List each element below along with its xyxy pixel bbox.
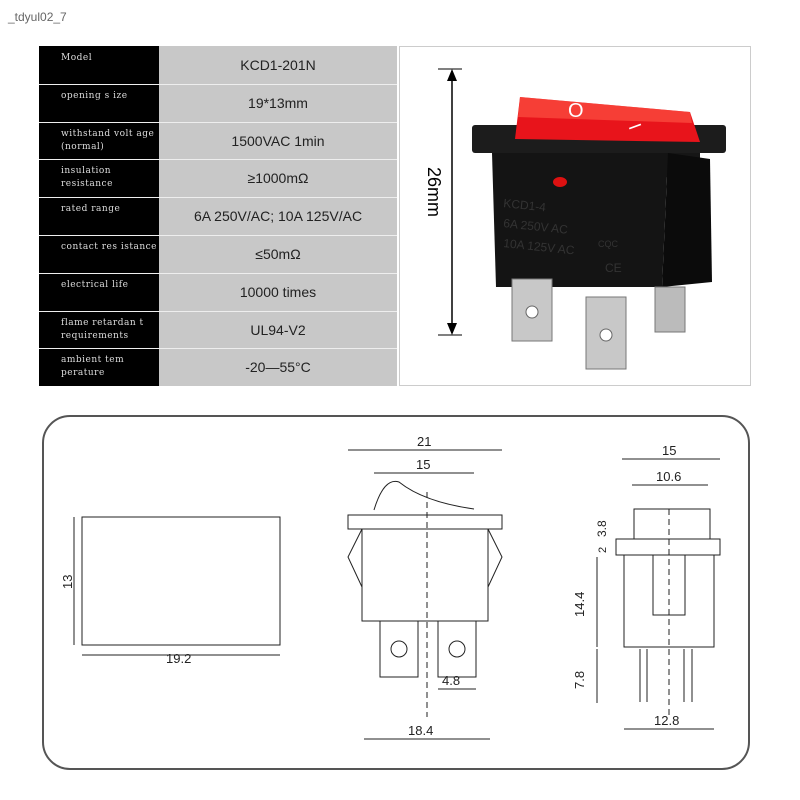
spec-label: opening s ize bbox=[39, 83, 159, 122]
off-symbol: O bbox=[568, 100, 584, 122]
row-divider bbox=[39, 159, 397, 161]
printed-model: KCD1-4 bbox=[503, 196, 547, 214]
spec-value: ≤50mΩ bbox=[159, 235, 397, 273]
side-rocker-height: 3.8 bbox=[595, 520, 609, 537]
front-overall-width: 21 bbox=[417, 434, 431, 449]
panel-cutout-drawing: 13 19.2 bbox=[60, 516, 281, 666]
spec-label: Model bbox=[39, 46, 159, 84]
spec-value: 19*13mm bbox=[159, 83, 397, 122]
spec-row: ambient tem perature-20—55°C bbox=[39, 348, 397, 387]
side-body-width: 12.8 bbox=[654, 713, 679, 728]
row-divider bbox=[39, 235, 397, 236]
row-divider bbox=[39, 272, 397, 274]
spec-label: withstand volt age (normal) bbox=[39, 121, 159, 160]
spec-row: contact res istance≤50mΩ bbox=[39, 235, 397, 273]
spec-label: electrical life bbox=[39, 272, 159, 311]
front-body-width: 18.4 bbox=[408, 723, 433, 738]
product-photo: 26mm O I KCD1-4 6A 250V AC 10A 125V AC C… bbox=[399, 46, 751, 386]
spec-label: insulation resistance bbox=[39, 159, 159, 198]
side-rocker-width: 10.6 bbox=[656, 469, 681, 484]
row-divider bbox=[39, 197, 397, 199]
dimension-drawing: 13 19.2 21 15 4.8 18.4 bbox=[42, 415, 750, 770]
spec-row: withstand volt age (normal)1500VAC 1min bbox=[39, 121, 397, 160]
side-overall-width: 15 bbox=[662, 443, 676, 458]
spec-value: -20—55°C bbox=[159, 348, 397, 387]
front-terminal-width: 4.8 bbox=[442, 673, 460, 688]
spec-label: contact res istance bbox=[39, 235, 159, 273]
cert-mark-cqc: CQC bbox=[598, 239, 619, 249]
front-rocker-width: 15 bbox=[416, 457, 430, 472]
side-view-drawing: 15 10.6 3.8 2 14.4 7.8 12.8 bbox=[572, 443, 721, 730]
spec-value: ≥1000mΩ bbox=[159, 159, 397, 198]
side-body-height: 14.4 bbox=[572, 592, 587, 617]
row-divider bbox=[39, 121, 397, 123]
row-divider bbox=[39, 348, 397, 350]
spec-label: rated range bbox=[39, 197, 159, 236]
height-label: 26mm bbox=[424, 167, 444, 217]
spec-value: 10000 times bbox=[159, 272, 397, 311]
spec-label: ambient tem perature bbox=[39, 348, 159, 387]
spec-value: KCD1-201N bbox=[159, 46, 397, 84]
cutout-height: 13 bbox=[60, 575, 75, 589]
spec-label: flame retardan t requirements bbox=[39, 310, 159, 349]
spec-value: 6A 250V/AC; 10A 125V/AC bbox=[159, 197, 397, 236]
cert-mark-ce: CE bbox=[605, 261, 622, 275]
row-divider bbox=[39, 83, 397, 85]
on-symbol: I bbox=[625, 121, 646, 133]
cutout-width: 19.2 bbox=[166, 651, 191, 666]
front-view-drawing: 21 15 4.8 18.4 bbox=[347, 434, 503, 740]
spec-value: 1500VAC 1min bbox=[159, 121, 397, 160]
side-flange-thickness: 2 bbox=[597, 547, 609, 553]
spec-row: insulation resistance≥1000mΩ bbox=[39, 159, 397, 198]
watermark: _tdyul02_7 bbox=[8, 10, 67, 24]
height-dimension: 26mm bbox=[424, 68, 462, 336]
rocker-switch-image: O I KCD1-4 6A 250V AC 10A 125V AC CQC CE bbox=[472, 97, 726, 370]
row-divider bbox=[39, 310, 397, 312]
spec-value: UL94-V2 bbox=[159, 310, 397, 349]
printed-rating-1: 6A 250V AC bbox=[503, 216, 569, 237]
side-terminal-length: 7.8 bbox=[572, 671, 587, 689]
